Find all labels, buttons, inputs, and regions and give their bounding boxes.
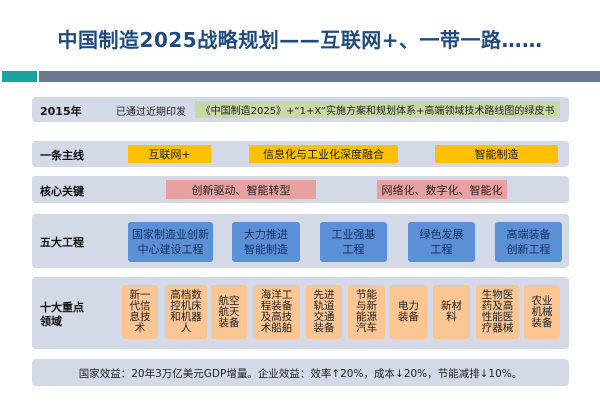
row-label: 核心关键 [40,185,84,198]
field-box: 新一代信息技术 [122,285,158,339]
page-title: 中国制造2025战略规划——互联网+、一带一路…… [57,28,543,52]
field-box: 电力装备 [390,285,427,339]
row-mainline: 一条主线 互联网+ 信息化与工业化深度融合 智能制造 [32,141,569,167]
row-label: 2015年 [40,105,82,118]
field-box: 航空航天装备 [211,285,247,339]
chip-smart-manufacturing: 智能制造 [435,145,558,163]
row-2015: 2015年 已通过近期印发 《中国制造2025》+“1+X”实施方案和规划体系+… [32,97,569,122]
accent-bar-gray [39,71,600,82]
chip-innovation: 创新驱动、智能转型 [166,180,316,199]
content-chip: 《中国制造2025》+“1+X”实施方案和规划体系+高端领域技术路线图的绿皮书 [195,101,560,118]
benefit-text: 国家效益：20年3万亿美元GDP增量。企业效益：效率↑20%，成本↓20%，节能… [78,368,523,380]
project-box: 工业强基工程 [320,222,387,262]
row-label: 十大重点领域 [40,301,84,328]
field-box: 先进轨道交通装备 [306,285,342,339]
chip-integration: 信息化与工业化深度融合 [249,145,398,163]
row-label: 五大工程 [40,236,84,249]
project-box: 国家制造业创新中心建设工程 [128,222,213,262]
field-box: 生物医药及高性能医疗器械 [476,285,519,339]
field-box: 海洋工程装备及高技术船舶 [253,285,300,339]
row-benefit: 国家效益：20年3万亿美元GDP增量。企业效益：效率↑20%，成本↓20%，节能… [32,359,569,386]
chip-digital: 网络化、数字化、智能化 [377,180,507,199]
chip-internet-plus: 互联网+ [128,145,211,163]
project-box: 大力推进智能制造 [232,222,300,262]
field-box: 农业机械装备 [524,285,560,339]
status-text: 已通过近期印发 [116,107,186,118]
row-fields: 十大重点领域 新一代信息技术高档数控机床和机器人航空航天装备海洋工程装备及高技术… [32,277,569,349]
project-box: 绿色发展工程 [408,222,475,262]
accent-bar-teal [2,71,37,82]
row-projects: 五大工程 国家制造业创新中心建设工程 大力推进智能制造 工业强基工程 绿色发展工… [32,214,569,268]
field-box: 节能与新能源汽车 [348,285,385,339]
field-box: 高档数控机床和机器人 [165,285,207,339]
project-box: 高端装备创新工程 [495,222,562,262]
field-box: 新材料 [433,285,470,339]
row-label: 一条主线 [40,149,84,162]
row-key: 核心关键 创新驱动、智能转型 网络化、数字化、智能化 [32,176,569,203]
